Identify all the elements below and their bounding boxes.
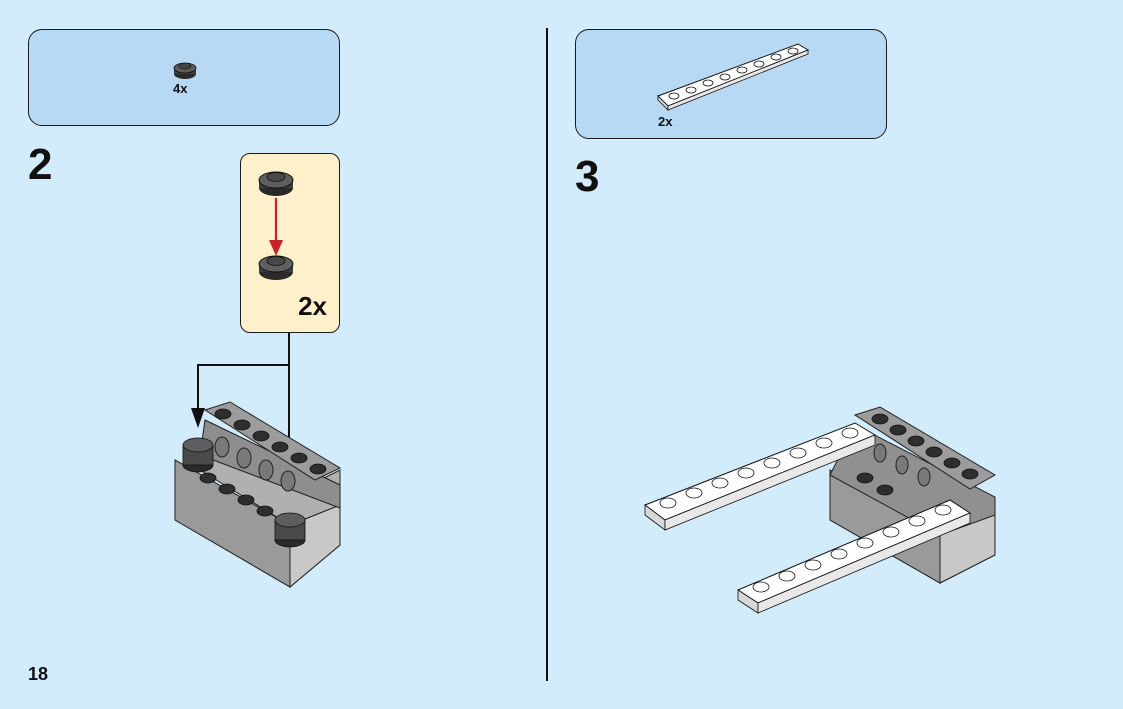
subassembly-quantity: 2x — [298, 291, 327, 321]
step-number: 2 — [28, 140, 53, 189]
step-3-parts-list: 2x — [575, 29, 887, 139]
page-number: 18 — [28, 664, 49, 684]
subassembly-callout: 2x — [240, 153, 340, 333]
plate-assembly-model — [643, 406, 997, 614]
part-quantity: 4x — [173, 81, 188, 96]
round-plate-icon — [173, 62, 197, 79]
step-number: 3 — [575, 152, 600, 201]
brick-assembly-model — [174, 401, 342, 589]
step-2-parts-list: 4x — [28, 29, 340, 126]
red-arrow-icon — [269, 198, 283, 256]
round-plate-icon — [258, 255, 294, 280]
round-plate-icon — [258, 171, 294, 196]
white-plate-icon — [657, 43, 810, 111]
step-divider — [546, 28, 548, 681]
part-quantity: 2x — [658, 114, 673, 129]
